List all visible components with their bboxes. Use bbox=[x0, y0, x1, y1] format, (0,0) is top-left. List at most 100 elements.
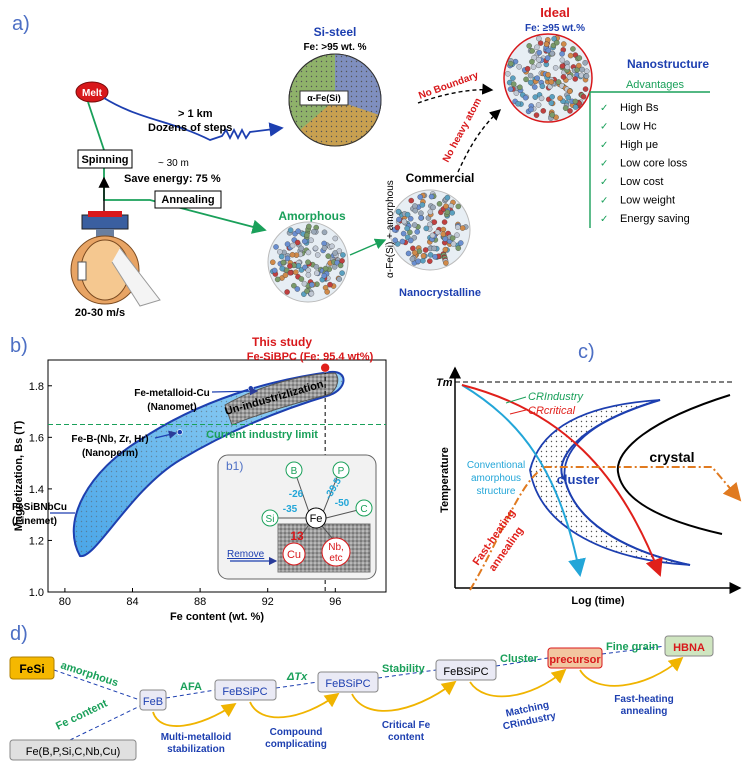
atom-dot bbox=[576, 55, 583, 61]
atom-dot bbox=[332, 235, 339, 242]
atom-dot bbox=[455, 203, 462, 210]
check-icon: ✓ bbox=[600, 159, 608, 170]
atom-dot bbox=[279, 265, 285, 272]
atom-dot bbox=[549, 50, 556, 57]
bond-fe-nb bbox=[321, 525, 333, 539]
atom-dot bbox=[280, 259, 287, 266]
atom-dot bbox=[274, 276, 281, 283]
step-arrow-4 bbox=[469, 668, 567, 698]
step-3-line2: content bbox=[388, 732, 425, 743]
atom-dot bbox=[540, 108, 547, 114]
atom-dot bbox=[282, 272, 289, 278]
atom-dot bbox=[444, 194, 451, 201]
atom-dot bbox=[427, 258, 433, 264]
atom-dot bbox=[340, 252, 346, 258]
hbna-box bbox=[664, 635, 714, 657]
save-energy: Save energy: 75 % bbox=[124, 173, 221, 185]
atom-dot bbox=[287, 263, 293, 269]
base-alloy-label: Fe(B,P,Si,C,Nb,Cu) bbox=[26, 746, 121, 758]
atom-dot bbox=[311, 228, 317, 235]
step-5-line1: Fast-heating bbox=[614, 694, 673, 705]
advantage-item: Low core loss bbox=[620, 158, 688, 170]
atom-dot bbox=[295, 262, 302, 269]
atom-dot bbox=[557, 95, 563, 101]
fast-heating-path bbox=[469, 466, 742, 591]
atom-dot bbox=[420, 253, 427, 259]
step-3-line1: Critical Fe bbox=[382, 720, 431, 731]
atom-b bbox=[285, 461, 303, 479]
febsipc-label-3: FeBSiPC bbox=[443, 666, 488, 678]
atom-dot bbox=[304, 288, 310, 294]
atom-dot bbox=[510, 81, 517, 87]
afa-label: AFA bbox=[180, 681, 202, 693]
atom-dot bbox=[427, 209, 434, 215]
y-tick-label: 1.0 bbox=[29, 587, 44, 599]
atom-dot bbox=[407, 215, 414, 222]
step-1-line1: Multi-metalloid bbox=[161, 732, 232, 743]
cluster-label: cluster bbox=[557, 472, 600, 487]
atom-dot bbox=[559, 51, 565, 57]
atom-dot bbox=[507, 60, 514, 67]
step-2-line2: complicating bbox=[265, 739, 327, 750]
atom-dot bbox=[534, 44, 540, 51]
atom-dot bbox=[427, 221, 433, 228]
fe-content-step-label: Fe content bbox=[54, 697, 110, 732]
panel-a: a) Melt > 1 km Dozens of steps Si-steel … bbox=[12, 5, 710, 319]
atom-dot bbox=[580, 93, 587, 100]
atom-dot bbox=[443, 260, 449, 266]
atom-dot bbox=[578, 72, 585, 79]
panel-d: d) FeSi FeB FeBSiPC FeBSiPC FeBSiPC prec… bbox=[9, 623, 714, 761]
atom-dot bbox=[417, 194, 423, 200]
melt-blob bbox=[75, 81, 109, 103]
atom-cu-label: Cu bbox=[287, 549, 301, 561]
atom-dot bbox=[412, 249, 418, 256]
atom-dot bbox=[395, 208, 402, 215]
atom-si-label: Si bbox=[266, 514, 275, 525]
atom-dot bbox=[287, 227, 294, 233]
atom-dot bbox=[530, 64, 537, 70]
atom-dot bbox=[419, 202, 426, 208]
atom-fe-label: Fe bbox=[310, 513, 323, 525]
atom-dot bbox=[293, 269, 299, 275]
atom-dot bbox=[517, 84, 523, 91]
route-short: ~ 30 m bbox=[158, 158, 189, 169]
y-tick-label: 1.8 bbox=[29, 381, 44, 393]
melt-label: Melt bbox=[82, 88, 103, 99]
atom-dot bbox=[532, 94, 539, 100]
atom-dot bbox=[409, 256, 416, 262]
atom-dot bbox=[314, 252, 321, 258]
check-icon: ✓ bbox=[600, 214, 608, 225]
x-tick-label: 88 bbox=[194, 596, 206, 608]
atom-p bbox=[332, 461, 350, 479]
atom-dot bbox=[305, 259, 311, 265]
atom-dot bbox=[570, 46, 576, 52]
atom-dot bbox=[295, 228, 301, 234]
atom-dot bbox=[294, 286, 301, 292]
atom-dot bbox=[450, 241, 457, 247]
advantage-item: Low cost bbox=[620, 176, 663, 188]
atom-dot bbox=[408, 197, 414, 204]
amorphous-to-nano-arrow bbox=[349, 238, 387, 256]
atom-dot bbox=[324, 289, 330, 295]
industry-limit-label: Current industry limit bbox=[206, 429, 318, 441]
atom-dot bbox=[548, 100, 555, 106]
atom-dot bbox=[405, 250, 412, 257]
atom-dot bbox=[549, 112, 556, 118]
long-route-arrow bbox=[103, 97, 284, 141]
delta-tx-label: ΔTx bbox=[286, 671, 308, 683]
atom-dot bbox=[301, 280, 308, 287]
nanomet-label: (Nanomet) bbox=[147, 402, 196, 413]
atom-dot bbox=[407, 229, 413, 236]
panel-c: c) Tm Temperature Log (time) CRIndustry … bbox=[436, 341, 742, 607]
panel-b-label: b) bbox=[10, 335, 28, 357]
x-tick-label: 80 bbox=[59, 596, 71, 608]
atom-dot bbox=[396, 216, 402, 223]
atom-dot bbox=[576, 62, 582, 69]
atom-dot bbox=[284, 289, 290, 295]
check-icon: ✓ bbox=[600, 140, 608, 151]
atom-dot bbox=[423, 225, 430, 232]
cr-industry-label: CRIndustry bbox=[528, 391, 585, 403]
inset-label: b1) bbox=[226, 459, 243, 473]
